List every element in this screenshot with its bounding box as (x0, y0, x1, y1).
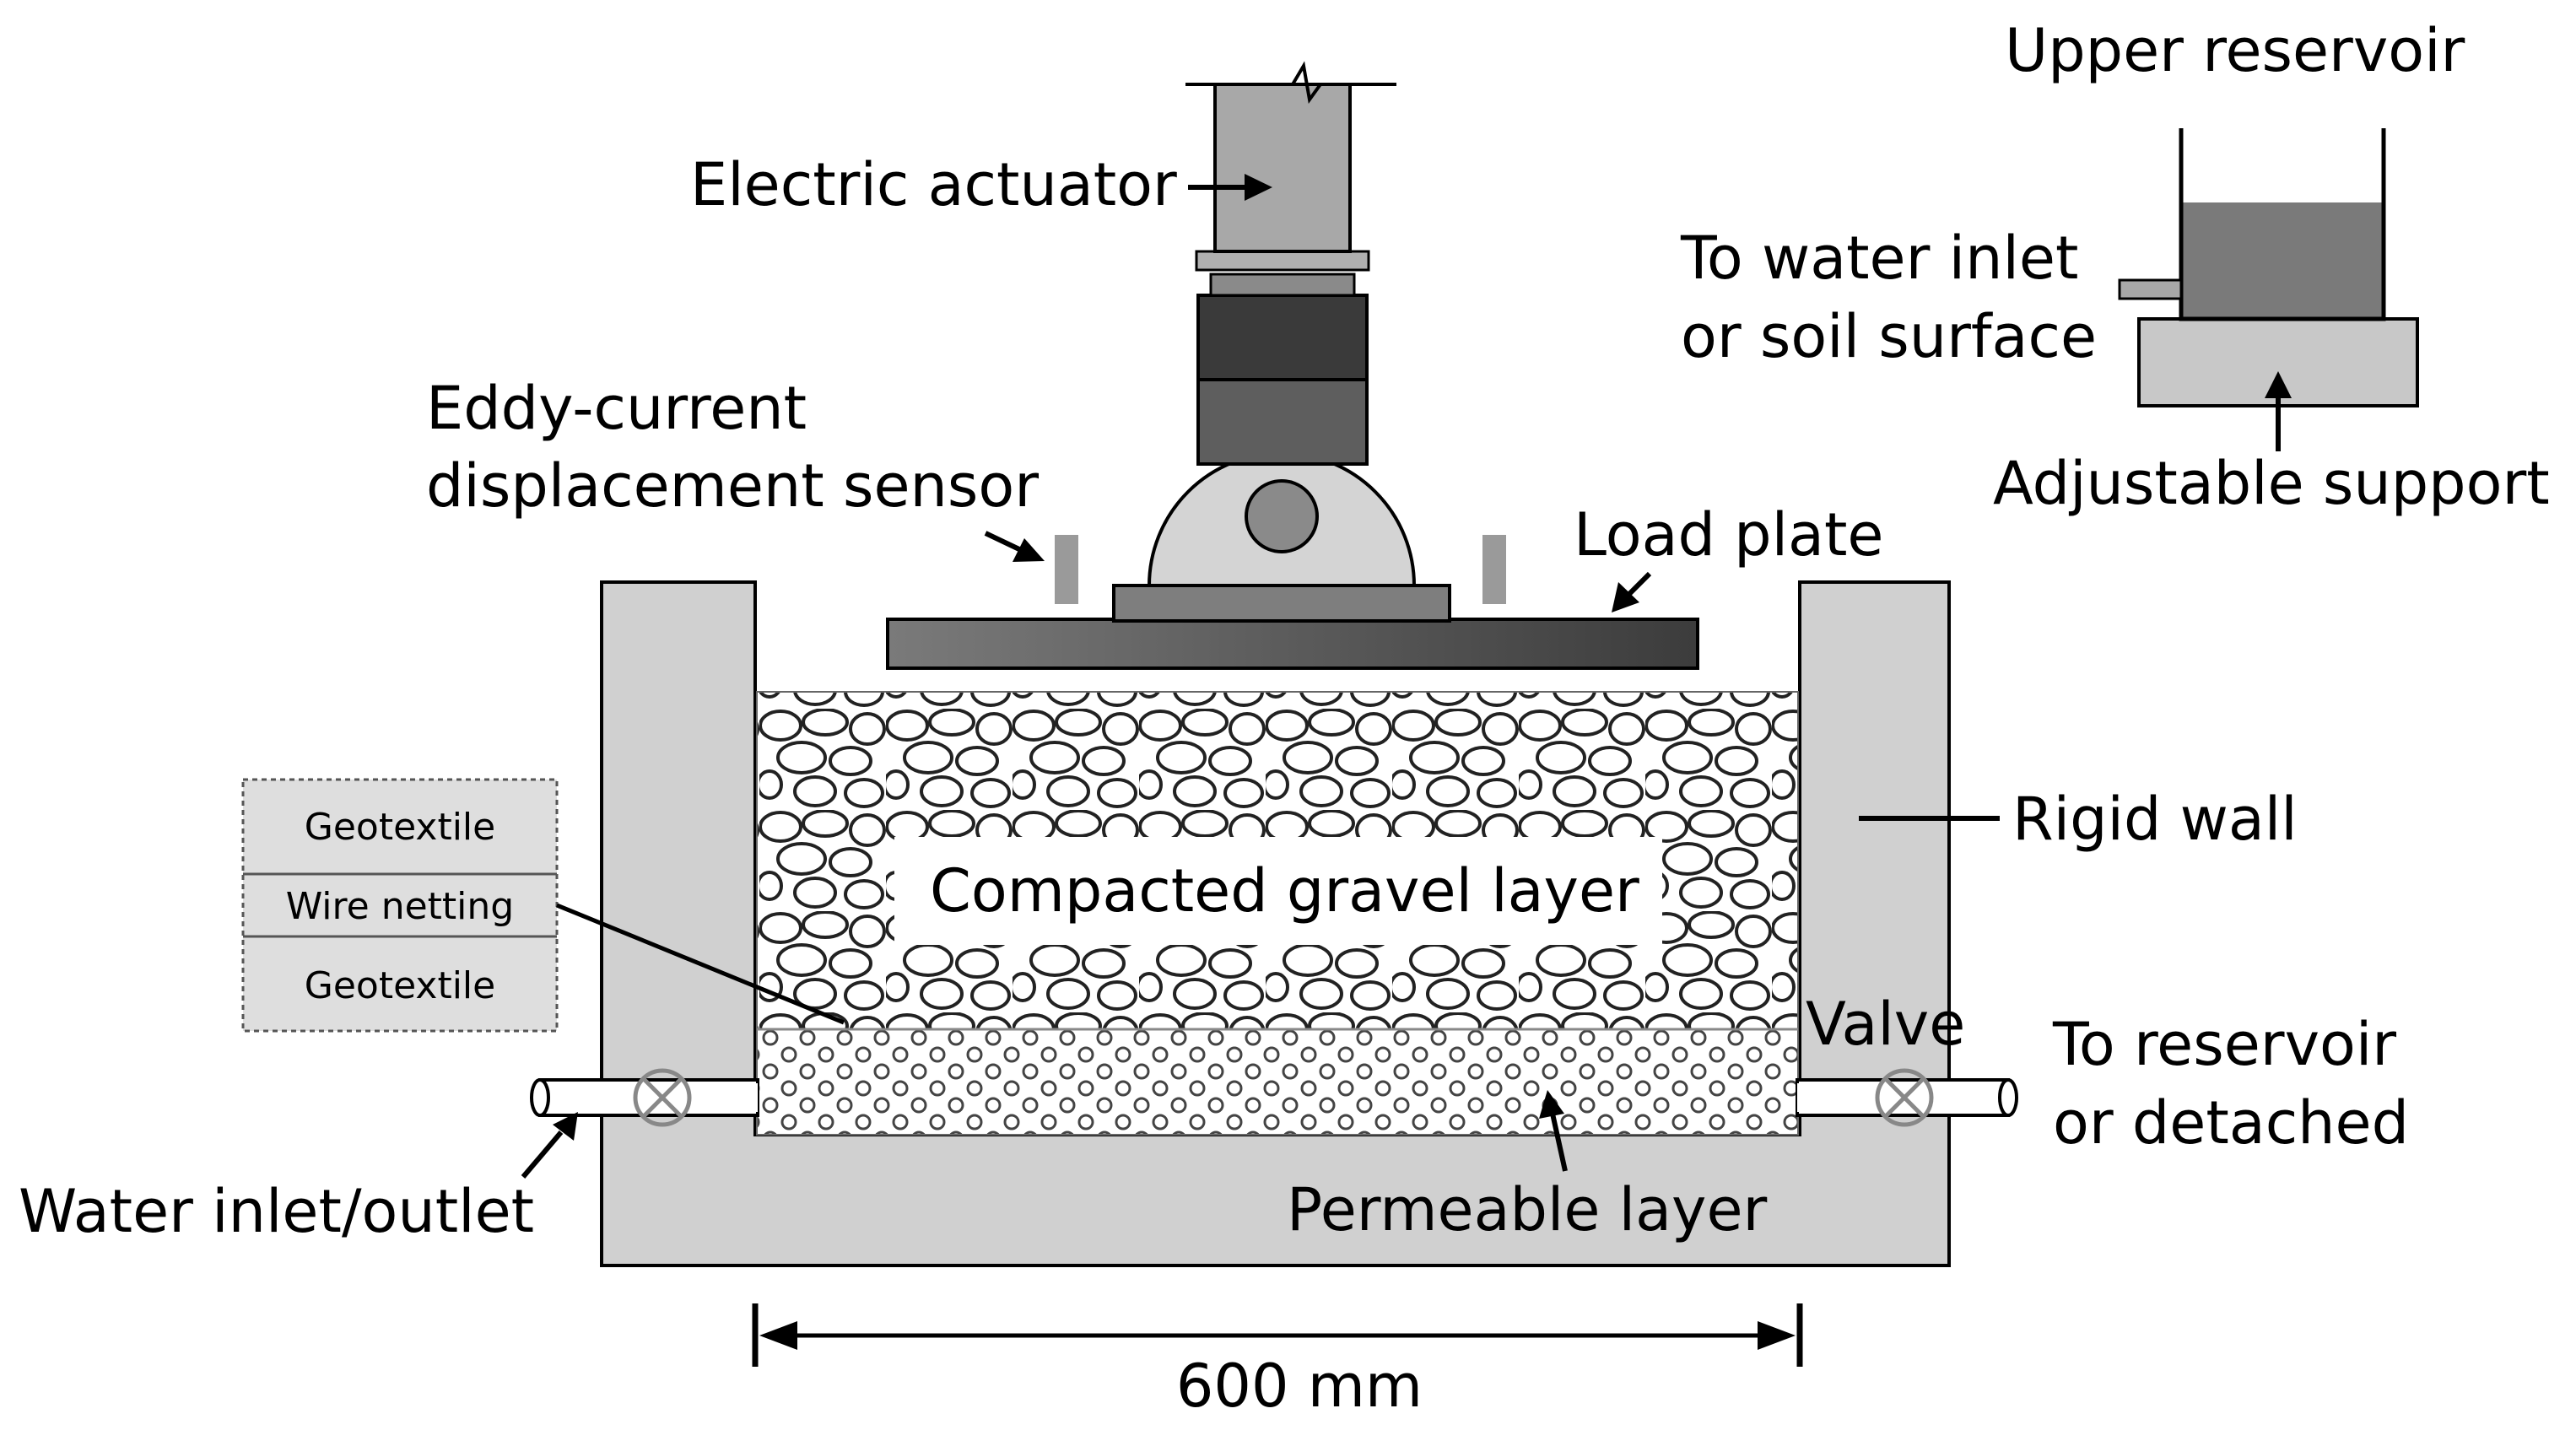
electric-actuator (1213, 83, 1352, 253)
valve-left (633, 1068, 692, 1127)
legend-geotextile-top: Geotextile (305, 806, 495, 849)
to-reservoir-label-line2: or detached (2053, 1088, 2409, 1157)
displacement-sensor-left (1055, 535, 1078, 604)
legend-geotextile-bottom: Geotextile (305, 964, 495, 1007)
permeable-layer (756, 1028, 1799, 1136)
compacted-gravel-layer-label: Compacted gravel layer (930, 856, 1639, 925)
gravel-label-box (894, 837, 1662, 945)
hinge-pin (1245, 479, 1319, 553)
upper-reservoir-label: Upper reservoir (2005, 16, 2465, 85)
permeable-layer-label: Permeable layer (1287, 1175, 1768, 1244)
reservoir-water (2181, 202, 2384, 319)
eddy-current-label-line2: displacement sensor (426, 451, 1039, 521)
actuator-lower-body (1196, 378, 1369, 466)
to-water-inlet-label-line1: To water inlet (1680, 224, 2078, 293)
adjustable-support-label: Adjustable support (1993, 449, 2550, 518)
rigid-wall-container (600, 580, 1951, 1267)
actuator-break-line (1185, 61, 1396, 105)
actuator-flange (1195, 250, 1370, 272)
load-plate (886, 618, 1699, 670)
dimension-line (752, 1303, 1803, 1367)
actuator-collar (1209, 273, 1356, 297)
load-plate-label: Load plate (1574, 500, 1883, 569)
to-water-inlet-label-line2: or soil surface (1681, 302, 2097, 371)
valve-label: Valve (1806, 990, 1965, 1059)
valve-right (1875, 1068, 1934, 1127)
to-reservoir-label-line1: To reservoir (2052, 1010, 2396, 1079)
water-inlet-outlet-label: Water inlet/outlet (19, 1177, 534, 1246)
eddy-current-label-line1: Eddy-current (426, 374, 807, 443)
displacement-sensor-right (1482, 535, 1506, 604)
leader-lines (521, 174, 2292, 1179)
load-plate-base (1112, 584, 1451, 623)
reservoir-outlet-pipe (2118, 278, 2183, 300)
geotextile-legend-box: Geotextile Wire netting Geotextile (241, 778, 559, 1033)
rigid-wall-label: Rigid wall (2012, 785, 2298, 854)
upper-reservoir (2179, 128, 2386, 321)
legend-wire-netting: Wire netting (286, 885, 514, 928)
actuator-mid-body (1196, 294, 1369, 381)
dimension-label: 600 mm (1176, 1352, 1423, 1421)
electric-actuator-label: Electric actuator (690, 150, 1177, 219)
